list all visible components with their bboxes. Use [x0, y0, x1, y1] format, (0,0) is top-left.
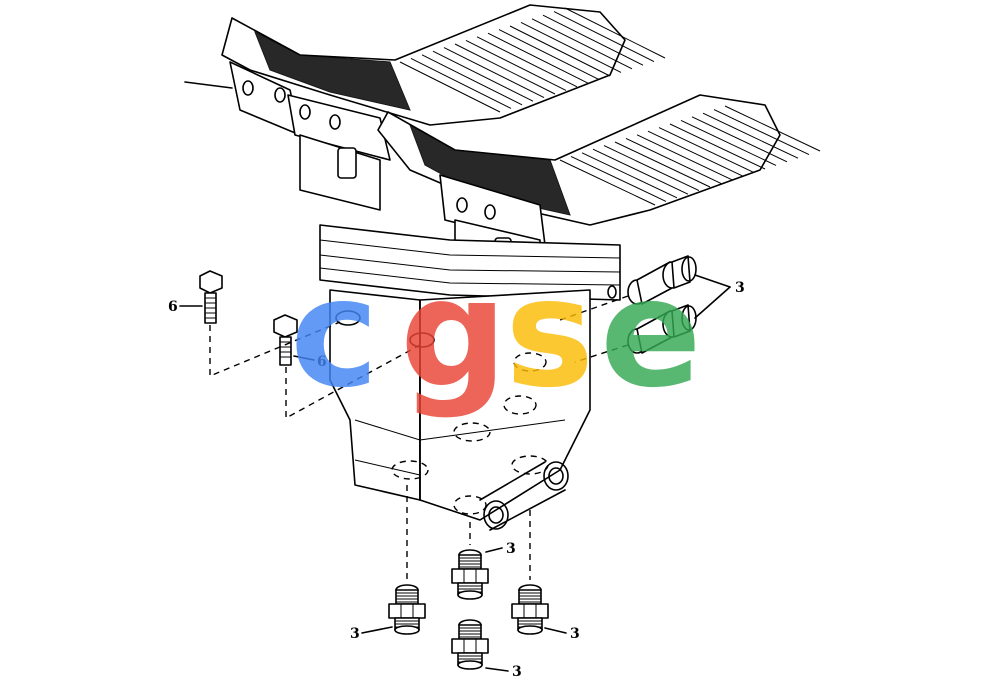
- brake-valve-body: [319, 224, 621, 531]
- bolt-upper: [199, 270, 223, 324]
- callout-fitting-bottom-center-top: 3: [506, 541, 516, 557]
- fitting-bottom-center-low: [451, 619, 489, 670]
- callout-fitting-bottom-right: 3: [570, 626, 580, 642]
- front-foot-pedal: [377, 94, 821, 291]
- callout-bolt-lower: 6: [317, 354, 327, 370]
- fitting-bottom-center-top: [451, 549, 489, 600]
- callout-fitting-right: 3: [735, 280, 745, 296]
- watermark-letter-g: g: [400, 247, 507, 421]
- callout-bolt-upper: 6: [168, 299, 178, 315]
- watermark-letter-s: s: [505, 247, 594, 421]
- fitting-bottom-left: [388, 584, 426, 635]
- rear-foot-pedal: [184, 4, 666, 211]
- watermark-letter-e: e: [600, 247, 702, 421]
- fitting-right-upper: [627, 255, 697, 305]
- callout-fitting-bottom-left: 3: [350, 626, 360, 642]
- watermark-letter-c: c: [290, 247, 379, 421]
- fitting-bottom-right: [511, 584, 549, 635]
- bolt-lower: [273, 314, 298, 366]
- callout-fitting-bottom-center-low: 3: [512, 664, 522, 680]
- cgse-watermark-logo: c g s e: [290, 247, 702, 421]
